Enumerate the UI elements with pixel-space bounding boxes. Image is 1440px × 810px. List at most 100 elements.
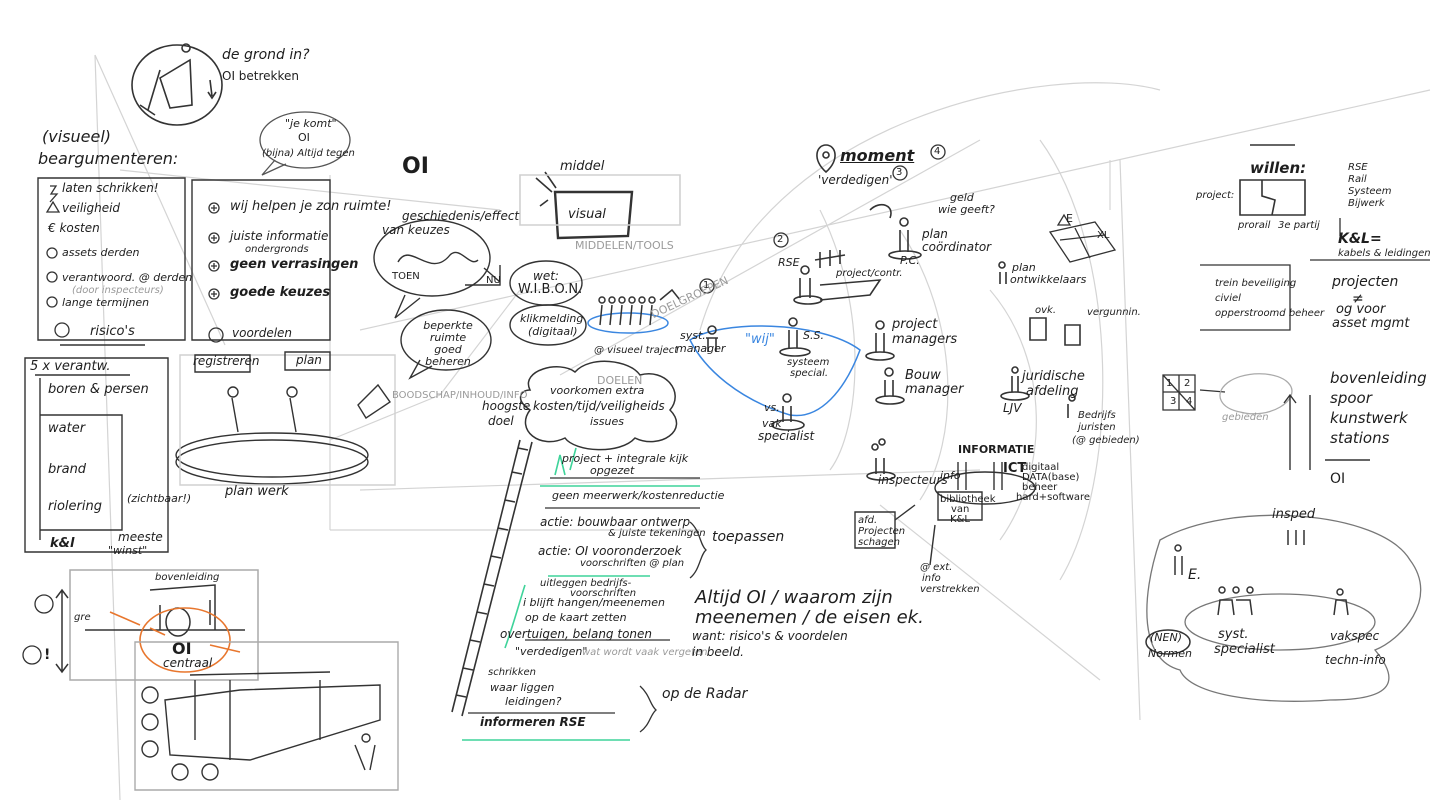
geld-line2: wie geeft? (938, 203, 995, 216)
ladder-step-8: voorschriften (570, 588, 637, 599)
benefits-label: voordelen (232, 326, 293, 340)
cloud-line3: issues (590, 415, 624, 428)
altijd-line2: meenemen / de eisen ek. (695, 607, 924, 628)
bl-exclaim: ! (44, 647, 51, 663)
panel-title-line2: beargumenteren: (38, 149, 179, 168)
bottom-left-sketch-2 (134, 641, 399, 791)
klik-line2: (digitaal) (528, 325, 578, 338)
willen-list-1: Rail (1348, 174, 1367, 185)
history-title-2: van keuzes (382, 223, 450, 237)
hoogste-doel-2: doel (488, 414, 514, 428)
grid-num-0: 1 (1166, 378, 1173, 389)
list-mid-0: trein beveiliging (1215, 278, 1297, 289)
willen-prorail: prorail (1238, 220, 1271, 231)
history-bubble (373, 219, 501, 319)
history-toen: TOEN (392, 271, 420, 282)
circle-3: 3 (896, 167, 903, 178)
ladder-step-1: opgezet (590, 464, 635, 477)
five-x-item-0: boren & persen (48, 382, 149, 397)
informatie-title: INFORMATIE (958, 443, 1035, 456)
toepassen-label: toepassen (712, 529, 785, 545)
wet-klikmelding-bubbles (509, 260, 587, 346)
wet-line1: wet: (533, 269, 559, 283)
ss-1: S.S. (803, 329, 824, 342)
limited-space-text: beperkte ruimte goed beheren (423, 319, 473, 369)
cloud-line1: voorkomen extra (550, 384, 645, 397)
bl-centraal: centraal (163, 656, 213, 670)
ladder-step-12: "verdedigen" (515, 645, 588, 658)
juridische-3: LJV (1003, 401, 1022, 415)
five-x-item-2: brand (48, 462, 87, 477)
wij-loop (689, 325, 861, 417)
risk-item-3: assets derden (62, 246, 140, 259)
wet-line2: W.I.B.O.N. (518, 282, 583, 297)
middel-title: middel (560, 159, 605, 174)
progress-green-lines (462, 447, 700, 741)
rb-vakspec-2: techn-info (1325, 653, 1386, 667)
juridische-1: juridische (1022, 369, 1085, 384)
altijd-line4: in beeld. (692, 645, 744, 659)
right-separators (1200, 218, 1430, 331)
rb-syst-2: specialist (1214, 642, 1275, 657)
project-managers-1: project (892, 317, 938, 332)
five-x-box (24, 357, 169, 553)
plan-werk-label: plan werk (225, 484, 289, 499)
risk-item-6: lange termijnen (62, 296, 150, 309)
ss-2: systeem (787, 357, 830, 368)
bl-grens: gre (74, 612, 91, 623)
ladder-step-9: i blijft hangen/meenemen (523, 596, 665, 609)
moment-title: moment (840, 146, 915, 165)
syst-manager-2: manager (676, 342, 726, 355)
wij-label: "wij" (745, 332, 775, 347)
question-ground: de grond in? (222, 47, 310, 63)
risk-item-0: laten schrikken! (62, 181, 159, 195)
ext-3: verstrekken (920, 584, 980, 595)
ict-sub-1: DATA(base) (1022, 472, 1080, 483)
afd-1: afd. (858, 515, 878, 526)
ovk-label: ovk. (1035, 305, 1057, 316)
kl-sub: kabels & leidingen (1338, 248, 1431, 259)
bedrijfs-1: Bedrijfs (1078, 410, 1116, 421)
ladder-step-16: leidingen? (505, 695, 562, 708)
bovenleiding-3: stations (1330, 429, 1390, 447)
ladder-step-6: voorschriften @ plan (580, 558, 685, 569)
grid-num-1: 2 (1184, 378, 1191, 389)
limited-space-bubble (400, 309, 492, 380)
ladder-step-2: geen meerwerk/kostenreductie (552, 489, 725, 502)
bib-1: van (951, 504, 970, 515)
plan-label: plan (296, 353, 322, 367)
plan-coord-3: P.C. (900, 254, 920, 267)
bottom-left-faces (22, 594, 54, 665)
bedrijfs-3: (@ gebieden) (1072, 435, 1140, 446)
numbered-circles (699, 144, 946, 294)
klik-line1: klikmelding (520, 312, 584, 325)
risk-item-1: veiligheid (62, 201, 121, 215)
bib-2: K&L (950, 514, 970, 525)
planning-table (175, 351, 396, 486)
doelen-label: DOELEN (597, 374, 643, 387)
information-box (854, 462, 1036, 566)
panel-title-line1: (visueel) (42, 127, 112, 146)
willen-title: willen: (1250, 159, 1307, 177)
ict-sub-2: beheer (1022, 482, 1058, 493)
perspective-guides (94, 54, 1431, 801)
ict-sub-3: hard+software (1016, 492, 1091, 503)
bovenleiding-0: bovenleiding (1330, 369, 1427, 387)
middel-screen (519, 171, 681, 240)
five-x-item-6: meeste (118, 530, 163, 544)
op-de-radar-label: op de Radar (662, 686, 748, 702)
rb-e: E. (1188, 567, 1202, 583)
five-x-item-5: k&l (50, 536, 75, 551)
grid-map (1162, 373, 1293, 415)
grid-num-3: 4 (1186, 396, 1193, 407)
geld-line1: geld (950, 191, 974, 204)
ladder (451, 439, 533, 717)
informatie-ict: ICT (1003, 461, 1027, 476)
bovenleiding-1: spoor (1330, 389, 1372, 407)
projecten-1: projecten (1332, 274, 1399, 290)
group-figures (587, 288, 681, 334)
five-x-title: 5 x verantw. (30, 359, 111, 374)
bubble-altijd: (bijna) Altijd tegen (262, 148, 355, 159)
map-tile (1048, 213, 1117, 263)
